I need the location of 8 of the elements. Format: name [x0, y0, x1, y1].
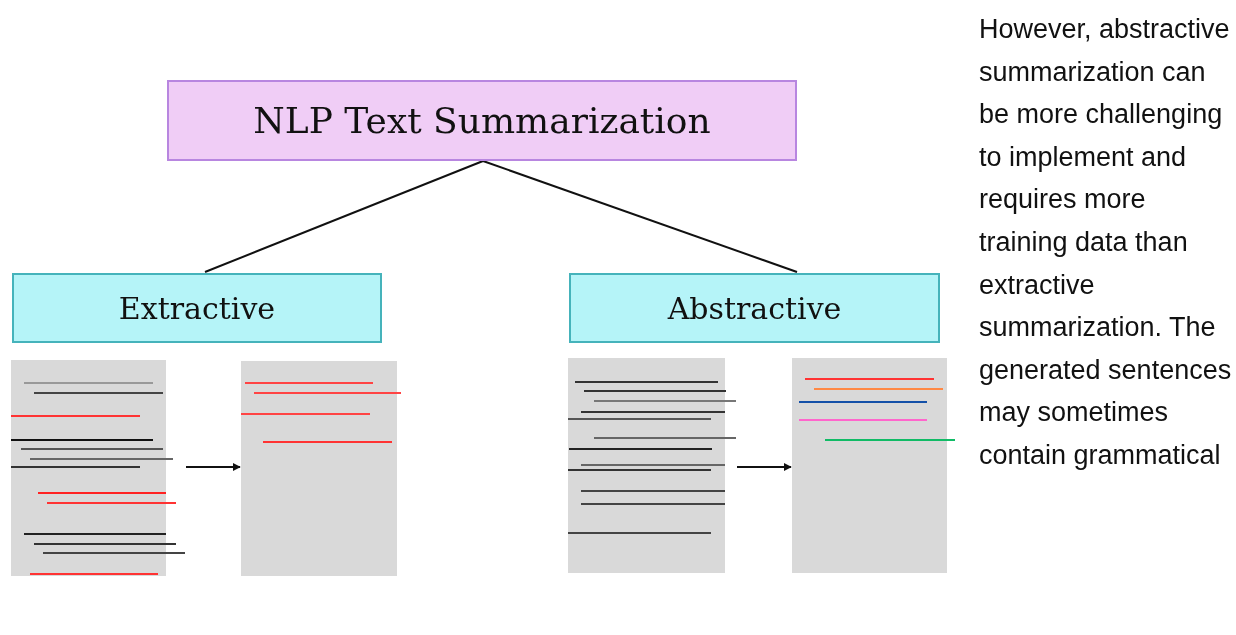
arrow	[736, 463, 792, 471]
title-box: NLP Text Summarization	[167, 80, 797, 161]
category-box: Abstractive	[569, 273, 940, 343]
category-box: Extractive	[12, 273, 382, 343]
connector-line	[482, 160, 798, 273]
description-paragraph: However, abstractive summarization can be more challenging to implement and requires more training data than extractive summarization. The generated sentences may sometimes contain grammatical	[979, 13, 1233, 472]
connector-line	[204, 160, 484, 273]
arrow	[185, 463, 241, 471]
